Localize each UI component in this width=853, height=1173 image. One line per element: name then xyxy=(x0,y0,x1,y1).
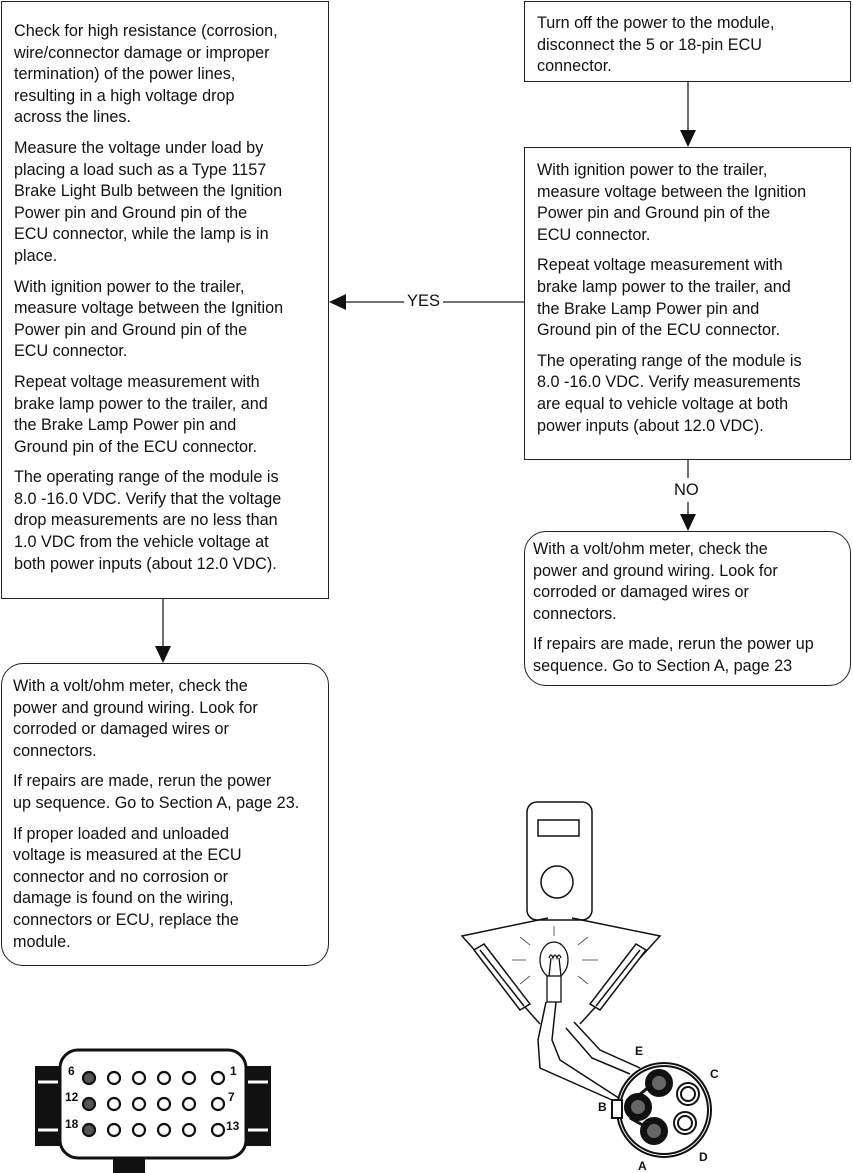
resistance-check-text-4: Repeat voltage measurement with brake la… xyxy=(14,372,268,456)
arrow-head-down-1 xyxy=(680,130,696,147)
pin-label-e: E xyxy=(635,1044,643,1058)
wire-outer-right xyxy=(573,1021,641,1069)
pin-label-18: 18 xyxy=(65,1117,79,1131)
resistance-check-text-2: Measure the voltage under load by placin… xyxy=(14,138,283,265)
resistance-check-text-1: Check for high resistance (corrosion, wi… xyxy=(14,22,278,127)
check-wiring-left-text-1: With a volt/ohm meter, check the power a… xyxy=(13,677,258,760)
check-wiring-box-right: With a volt/ohm meter, check the power a… xyxy=(524,531,851,686)
pin-label-c: C xyxy=(710,1067,719,1081)
resistance-check-text-3: With ignition power to the trailer, meas… xyxy=(14,277,284,361)
measure-voltage-text-1: With ignition power to the trailer, meas… xyxy=(537,161,807,244)
pin-label-1: 1 xyxy=(230,1064,237,1078)
measure-voltage-text-3: The operating range of the module is 8.0… xyxy=(537,351,802,435)
connector-18-body xyxy=(58,1048,248,1160)
pin-label-12: 12 xyxy=(65,1090,79,1104)
pin-label-d: D xyxy=(699,1150,708,1164)
pin-12 xyxy=(81,1096,97,1112)
pin-18 xyxy=(81,1122,97,1138)
pin-label-6: 6 xyxy=(68,1064,75,1078)
arrow-head-left-yes xyxy=(329,294,346,310)
connector-5-key xyxy=(611,1099,623,1119)
meter-dial xyxy=(540,865,574,899)
connector-5-pin xyxy=(611,1062,712,1158)
arrow-head-down-left xyxy=(155,646,171,663)
no-label: NO xyxy=(671,481,702,500)
power-off-text: Turn off the power to the module, discon… xyxy=(537,14,775,76)
pin-label-7: 7 xyxy=(228,1090,235,1104)
power-off-box: Turn off the power to the module, discon… xyxy=(524,1,851,82)
check-wiring-left-text-2: If repairs are made, rerun the power up … xyxy=(13,772,300,812)
bulb-glow-rays xyxy=(512,926,598,985)
bulb-base xyxy=(546,975,562,1003)
yes-label: YES xyxy=(404,292,444,311)
pin-1 xyxy=(210,1070,226,1086)
check-wiring-left-text-3: If proper loaded and unloaded voltage is… xyxy=(13,824,242,951)
meter-display xyxy=(537,819,580,837)
resistance-check-text-5: The operating range of the module is 8.0… xyxy=(14,468,282,573)
brake-light-bulb xyxy=(539,941,569,979)
resistance-check-box: Check for high resistance (corrosion, wi… xyxy=(1,1,329,599)
check-wiring-box-left: With a volt/ohm meter, check the power a… xyxy=(1,663,329,966)
connector-18-right-tab xyxy=(245,1066,271,1146)
measure-voltage-box: With ignition power to the trailer, meas… xyxy=(524,147,851,460)
pin-label-b: B xyxy=(598,1100,607,1114)
pin-7 xyxy=(210,1096,226,1112)
check-wiring-right-text-1: With a volt/ohm meter, check the power a… xyxy=(533,540,778,623)
pin-label-13: 13 xyxy=(226,1119,240,1133)
pin-6 xyxy=(81,1070,97,1086)
pin-13 xyxy=(210,1122,226,1138)
wire-inner-right xyxy=(565,1027,631,1075)
connector-18-pins xyxy=(81,1070,226,1138)
arrow-head-down-no xyxy=(680,514,696,531)
wire-outer-left xyxy=(537,1001,613,1101)
check-wiring-right-text-2: If repairs are made, rerun the power up … xyxy=(533,635,814,675)
pin-label-a: A xyxy=(638,1159,647,1173)
measure-voltage-text-2: Repeat voltage measurement with brake la… xyxy=(537,256,791,340)
wire-inner-left xyxy=(551,1001,629,1105)
